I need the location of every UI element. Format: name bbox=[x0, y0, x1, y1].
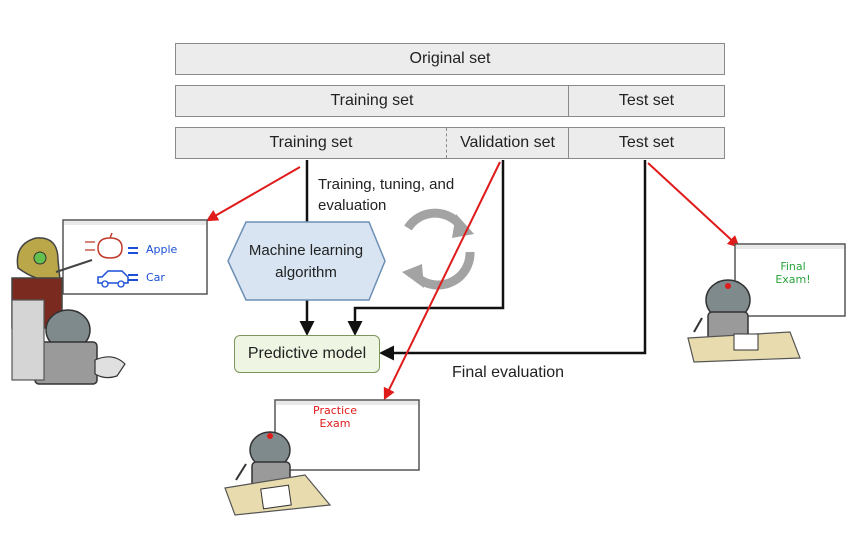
split1-training-label: Training set bbox=[330, 92, 414, 109]
training-note: Training, tuning, and evaluation bbox=[318, 174, 488, 216]
final-evaluation-label: Final evaluation bbox=[452, 364, 565, 381]
split2-test-label: Test set bbox=[618, 134, 675, 151]
practice-line1: Practice bbox=[313, 404, 357, 417]
predictive-model-box: Predictive model bbox=[234, 335, 380, 373]
practice-illustration bbox=[224, 399, 420, 516]
split2-training-segment: Training set bbox=[176, 128, 447, 158]
training-note-line2: evaluation bbox=[318, 197, 387, 214]
split1-test-segment: Test set bbox=[569, 86, 724, 116]
algorithm-label-line1: Machine learning bbox=[248, 242, 364, 259]
predictive-model-label: Predictive model bbox=[247, 345, 367, 362]
algorithm-label: Machine learning algorithm bbox=[226, 240, 386, 284]
split2-test-segment: Test set bbox=[569, 128, 724, 158]
final-illustration bbox=[687, 243, 846, 363]
car-doodle-icon bbox=[97, 270, 129, 284]
algorithm-label-line2: algorithm bbox=[275, 264, 337, 281]
practice-whiteboard bbox=[274, 399, 420, 471]
split-train-val-test-bar: Training set Validation set Test set bbox=[175, 127, 725, 159]
practice-line2: Exam bbox=[319, 417, 351, 430]
final-whiteboard bbox=[734, 243, 846, 317]
final-line1: Final bbox=[780, 260, 806, 273]
validation-to-practice-arrow bbox=[383, 161, 501, 401]
test-to-final-arrow bbox=[647, 162, 740, 248]
split2-validation-segment: Validation set bbox=[447, 128, 569, 158]
car-word: Car bbox=[146, 271, 165, 284]
training-to-lecture-arrow bbox=[205, 166, 301, 222]
split2-training-label: Training set bbox=[269, 134, 353, 151]
final-board-text: Final Exam! bbox=[766, 260, 820, 286]
training-note-line1: Training, tuning, and bbox=[318, 176, 455, 193]
lecture-illustration bbox=[11, 219, 208, 385]
split2-validation-label: Validation set bbox=[460, 134, 555, 151]
original-set-label: Original set bbox=[409, 50, 491, 67]
apple-word: Apple bbox=[146, 243, 178, 256]
original-set-bar: Original set bbox=[175, 43, 725, 75]
apple-doodle-icon bbox=[97, 232, 123, 259]
practice-board-text: Practice Exam bbox=[300, 404, 370, 430]
refresh-arrowhead-1 bbox=[452, 214, 474, 238]
final-line2: Exam! bbox=[775, 273, 811, 286]
algorithm-hexagon bbox=[227, 221, 386, 301]
refresh-arrowhead-2 bbox=[402, 264, 424, 288]
split1-training-segment: Training set bbox=[176, 86, 569, 116]
split1-test-label: Test set bbox=[618, 92, 675, 109]
split-train-test-bar: Training set Test set bbox=[175, 85, 725, 117]
test-to-model-arrow bbox=[379, 160, 647, 361]
lecture-whiteboard bbox=[62, 219, 208, 295]
